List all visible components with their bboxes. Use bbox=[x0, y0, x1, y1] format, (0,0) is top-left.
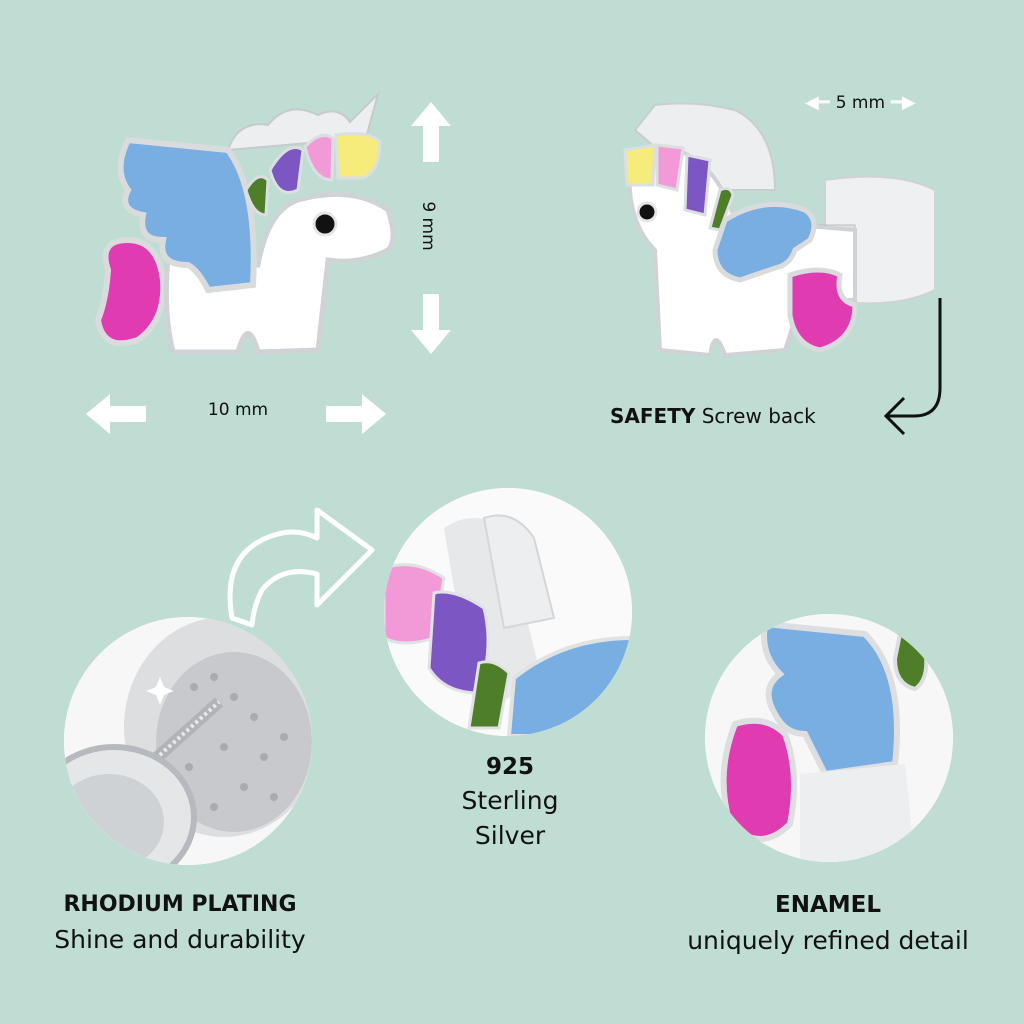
rhodium-feature-title: RHODIUM PLATING bbox=[63, 892, 297, 917]
unicorn-front-image bbox=[94, 90, 396, 355]
sterling-silver-feature-title: 925 bbox=[485, 754, 534, 780]
arrow-right-icon bbox=[326, 394, 386, 434]
enamel-feature-subtitle: uniquely refined detail bbox=[687, 926, 969, 955]
sterling-silver-feature-line1: Sterling bbox=[461, 786, 559, 815]
sterling-silver-closeup-image bbox=[384, 488, 632, 736]
screw-back-caption-rest: Screw back bbox=[695, 404, 816, 428]
enamel-feature-title: ENAMEL bbox=[774, 892, 881, 918]
rhodium-closeup-image bbox=[64, 617, 312, 865]
height-dimension-label: 9 mm bbox=[418, 201, 438, 251]
sterling-silver-feature-line2: Silver bbox=[474, 821, 546, 850]
double-arrow-right-icon: ━▶ bbox=[891, 92, 916, 112]
arrow-down-icon bbox=[411, 294, 451, 354]
rhodium-feature: RHODIUM PLATING Shine and durability bbox=[20, 892, 340, 954]
double-arrow-left-icon: ◀━ bbox=[805, 92, 830, 112]
enamel-feature: ENAMEL uniquely refined detail bbox=[650, 892, 1006, 955]
enamel-closeup-image bbox=[705, 614, 953, 862]
depth-dimension: ◀━ 5 mm ━▶ bbox=[805, 92, 916, 113]
screw-back-caption-bold: SAFETY bbox=[610, 404, 696, 428]
arrow-left-icon bbox=[86, 394, 146, 434]
unicorn-side-image bbox=[623, 102, 935, 358]
return-arrow-icon bbox=[883, 298, 942, 436]
arrow-up-icon bbox=[411, 102, 451, 162]
depth-dimension-label: 5 mm bbox=[835, 92, 886, 113]
rhodium-feature-subtitle: Shine and durability bbox=[54, 925, 306, 954]
sterling-silver-feature: 925 Sterling Silver bbox=[420, 754, 600, 850]
width-dimension-label: 10 mm bbox=[207, 400, 269, 420]
screw-back-caption: SAFETY Screw back bbox=[610, 404, 816, 428]
curved-arrow-icon bbox=[227, 507, 375, 628]
